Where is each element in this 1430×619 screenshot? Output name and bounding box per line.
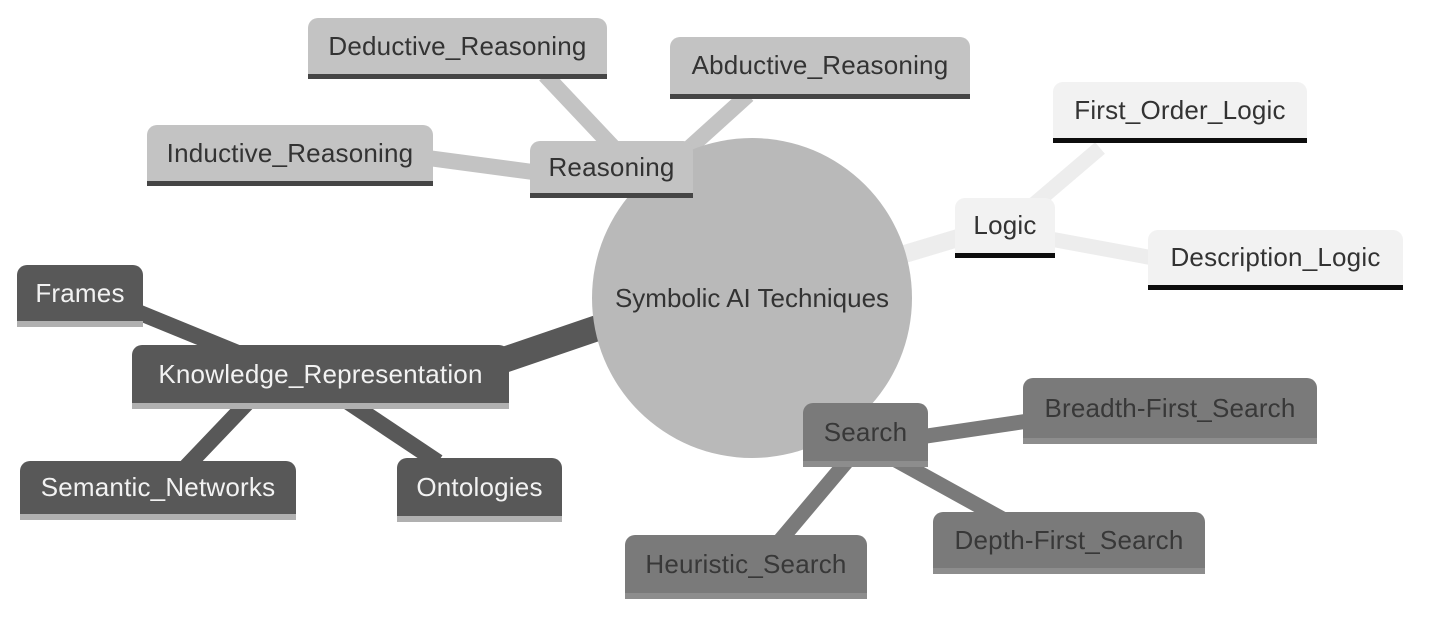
branch-node-label-logic: Logic bbox=[973, 210, 1037, 240]
leaf-node-semantic-networks: Semantic_Networks bbox=[20, 461, 296, 520]
leaf-node-breadth-first-search: Breadth-First_Search bbox=[1023, 378, 1317, 444]
branch-node-label-search: Search bbox=[823, 416, 908, 447]
leaf-node-first-order-logic: First_Order_Logic bbox=[1053, 82, 1307, 143]
leaf-node-label-breadth-first-search: Breadth-First_Search bbox=[1044, 392, 1296, 423]
branch-node-label-knowledge-representation: Knowledge_Representation bbox=[158, 358, 483, 389]
root-node-label: Symbolic AI Techniques bbox=[614, 282, 890, 313]
edge-kr-to-ontologies bbox=[343, 395, 443, 469]
leaf-node-label-semantic-networks: Semantic_Networks bbox=[40, 472, 276, 502]
branch-node-label-reasoning: Reasoning bbox=[548, 151, 675, 182]
edge-search-to-breadth-first-search bbox=[918, 412, 1037, 445]
leaf-node-description-logic: Description_Logic bbox=[1148, 230, 1403, 290]
edge-reasoning-to-inductive bbox=[426, 150, 550, 182]
leaf-node-label-inductive-reasoning: Inductive_Reasoning bbox=[166, 137, 414, 168]
branch-node-reasoning: Reasoning bbox=[530, 141, 693, 198]
edge-search-to-depth-first-search bbox=[888, 451, 1012, 529]
leaf-node-deductive-reasoning: Deductive_Reasoning bbox=[308, 18, 607, 79]
edge-search-to-heuristic-search bbox=[772, 455, 854, 548]
branch-node-logic: Logic bbox=[955, 198, 1055, 258]
leaf-node-depth-first-search: Depth-First_Search bbox=[933, 512, 1205, 574]
leaf-node-frames: Frames bbox=[17, 265, 143, 327]
leaf-node-inductive-reasoning: Inductive_Reasoning bbox=[147, 125, 433, 186]
leaf-node-ontologies: Ontologies bbox=[397, 458, 562, 522]
leaf-node-label-description-logic: Description_Logic bbox=[1170, 242, 1381, 272]
edge-kr-to-semantic-networks bbox=[179, 396, 254, 474]
leaf-node-label-abductive-reasoning: Abductive_Reasoning bbox=[691, 50, 949, 80]
leaf-node-label-depth-first-search: Depth-First_Search bbox=[954, 524, 1184, 555]
leaf-node-heuristic-search: Heuristic_Search bbox=[625, 535, 867, 599]
branch-node-knowledge-representation: Knowledge_Representation bbox=[132, 345, 509, 409]
leaf-node-label-heuristic-search: Heuristic_Search bbox=[645, 548, 847, 579]
leaf-node-abductive-reasoning: Abductive_Reasoning bbox=[670, 37, 970, 99]
leaf-node-label-frames: Frames bbox=[35, 277, 125, 308]
leaf-node-label-first-order-logic: First_Order_Logic bbox=[1074, 94, 1286, 125]
leaf-node-label-ontologies: Ontologies bbox=[416, 471, 543, 502]
leaf-node-label-deductive-reasoning: Deductive_Reasoning bbox=[328, 30, 587, 61]
branch-node-search: Search bbox=[803, 403, 928, 467]
